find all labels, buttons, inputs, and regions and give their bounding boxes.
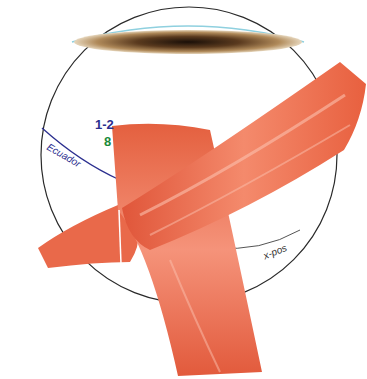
callout-number: 1-2	[95, 118, 114, 131]
pupil	[74, 30, 302, 54]
equator-line	[42, 128, 120, 180]
callout-number: 8	[104, 135, 111, 148]
oblique-muscle	[122, 62, 366, 250]
